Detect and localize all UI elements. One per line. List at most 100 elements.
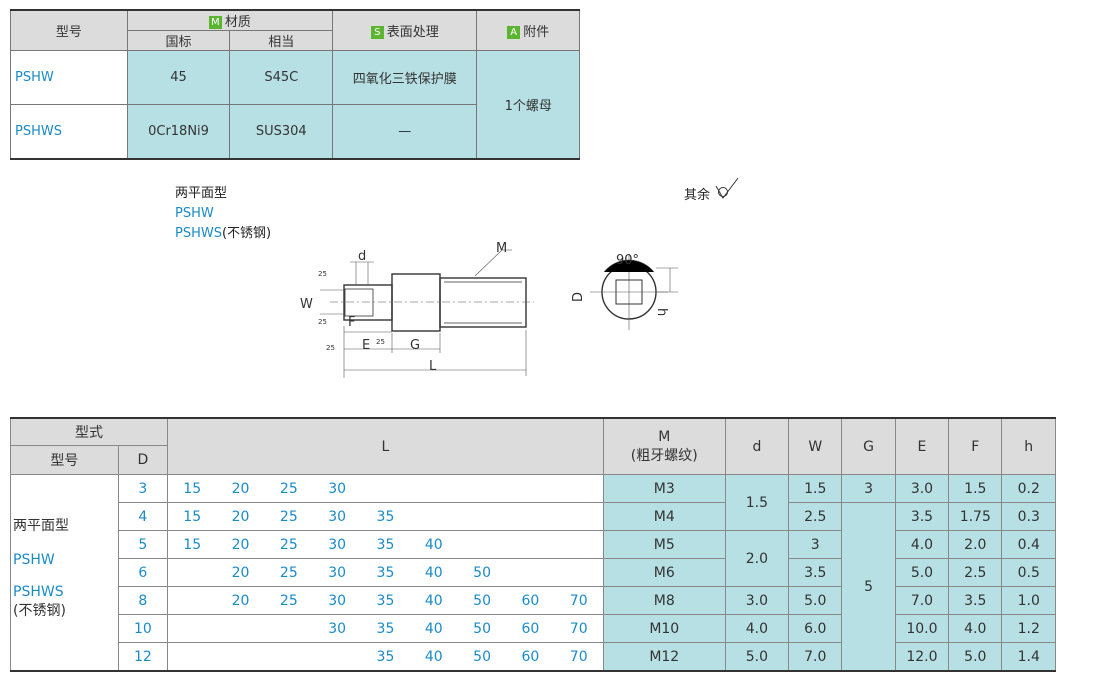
length-cell: 35 <box>361 558 410 587</box>
thread-cell: M8 <box>602 586 726 615</box>
h-cell: 0.4 <box>1001 530 1056 559</box>
angle-label: 90° <box>616 253 639 268</box>
header-l: L <box>167 417 604 475</box>
surface-cell: 四氧化三铁保护膜 <box>332 50 478 105</box>
d-diameter-cell: 8 <box>117 586 169 615</box>
thread-cell: M12 <box>602 642 726 672</box>
length-cell: 25 <box>264 558 313 587</box>
roughness-note: 其余 <box>684 188 711 203</box>
length-cell <box>554 558 604 587</box>
model-label-pshws: PSHWS(不锈钢) <box>175 226 272 241</box>
length-cell: 30 <box>312 474 362 503</box>
dim-d-label: D <box>571 292 586 302</box>
length-cell: 30 <box>312 502 362 531</box>
accessory-cell: 1个螺母 <box>476 50 580 160</box>
header-gb: 国标 <box>126 30 231 51</box>
header-d: d <box>724 417 790 475</box>
length-cell: 50 <box>457 642 507 672</box>
f-cell: 1.5 <box>948 474 1003 503</box>
equiv-cell: S45C <box>229 50 334 105</box>
header-e: E <box>894 417 950 475</box>
f-cell: 3.5 <box>948 586 1003 615</box>
d-diameter-cell: 3 <box>117 474 169 503</box>
model-cell: PSHWS <box>10 104 128 160</box>
type-title: 两平面型 <box>175 186 228 201</box>
length-cell: 30 <box>312 614 362 643</box>
dim-l-label: L <box>429 359 437 374</box>
length-cell <box>506 558 555 587</box>
h-cell: 1.4 <box>1001 642 1056 672</box>
header-m: M(粗牙螺纹) <box>602 417 726 475</box>
header-f: F <box>948 417 1003 475</box>
thread-cell: M3 <box>602 474 726 503</box>
surface-badge-icon: S <box>370 26 384 39</box>
bore-d-cell: 4.0 <box>724 614 790 643</box>
length-cell <box>457 502 507 531</box>
length-cell: 40 <box>409 642 458 672</box>
roughness-value: 25 <box>326 344 335 352</box>
length-cell <box>361 474 410 503</box>
dim-g-label: G <box>410 338 420 353</box>
e-cell: 7.0 <box>894 586 950 615</box>
length-cell <box>554 474 604 503</box>
length-cell: 30 <box>312 558 362 587</box>
g-cell: 3 <box>841 474 896 503</box>
length-cell: 60 <box>506 586 555 615</box>
dim-f-label: F <box>348 315 355 330</box>
length-cell: 25 <box>264 502 313 531</box>
length-cell <box>409 502 458 531</box>
thread-cell: M5 <box>602 530 726 559</box>
length-cell <box>457 474 507 503</box>
e-cell: 3.5 <box>894 502 950 531</box>
length-cell <box>312 642 362 672</box>
d-diameter-cell: 4 <box>117 502 169 531</box>
length-cell: 60 <box>506 642 555 672</box>
length-cell: 35 <box>361 586 410 615</box>
e-cell: 4.0 <box>894 530 950 559</box>
length-cell: 35 <box>361 642 410 672</box>
roughness-value: 25 <box>318 270 327 278</box>
length-cell: 70 <box>554 586 604 615</box>
h-cell: 1.0 <box>1001 586 1056 615</box>
h-cell: 1.2 <box>1001 614 1056 643</box>
w-cell: 3 <box>788 530 843 559</box>
thread-cell: M6 <box>602 558 726 587</box>
w-cell: 6.0 <box>788 614 843 643</box>
length-cell: 40 <box>409 558 458 587</box>
header-g: G <box>841 417 896 475</box>
bore-d-cell: 5.0 <box>724 642 790 672</box>
length-cell <box>506 530 555 559</box>
gb-cell: 45 <box>126 50 231 105</box>
length-cell: 50 <box>457 586 507 615</box>
equiv-cell: SUS304 <box>229 104 334 160</box>
h-cell: 0.5 <box>1001 558 1056 587</box>
e-cell: 5.0 <box>894 558 950 587</box>
length-cell: 25 <box>264 530 313 559</box>
length-cell <box>167 614 217 643</box>
w-cell: 2.5 <box>788 502 843 531</box>
length-cell: 35 <box>361 614 410 643</box>
length-cell: 25 <box>264 474 313 503</box>
w-cell: 1.5 <box>788 474 843 503</box>
w-cell: 7.0 <box>788 642 843 672</box>
length-cell: 15 <box>167 474 217 503</box>
header-h: h <box>1001 417 1056 475</box>
end-view-drawing: 90° D h <box>571 253 678 330</box>
h-cell: 0.2 <box>1001 474 1056 503</box>
length-cell: 20 <box>216 474 265 503</box>
header-w: W <box>788 417 843 475</box>
header-type: 型式 <box>9 417 169 446</box>
w-cell: 3.5 <box>788 558 843 587</box>
surface-cell: — <box>332 104 478 160</box>
length-cell: 50 <box>457 614 507 643</box>
f-cell: 5.0 <box>948 642 1003 672</box>
header-model: 型号 <box>10 445 119 475</box>
